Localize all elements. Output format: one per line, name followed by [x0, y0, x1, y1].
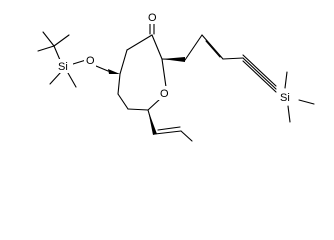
bond-propenyl-methyl	[180, 130, 193, 142]
bond-c3-c4	[126, 34, 153, 51]
ring-oxygen-label: O	[160, 88, 169, 100]
bond-propenyl-double	[154, 130, 182, 135]
wedge-bond-c5-o	[108, 69, 120, 74]
bond-si-methyl-up	[284, 71, 288, 89]
chemical-structure-diagram: O O O Si Si	[37, 10, 315, 142]
bond-si-methyl-down	[287, 105, 291, 123]
ether-oxygen-label: O	[86, 55, 95, 67]
bond-si-c-quaternary	[53, 45, 61, 61]
bond-ch2-ch	[184, 34, 203, 61]
bond-o-c5	[95, 65, 109, 72]
wedge-bond-c2-side-chain	[162, 57, 185, 62]
bond-cq-methyl-c	[37, 45, 55, 52]
bond-ch-c-alkyne	[222, 57, 244, 60]
bond-c8-o1	[147, 98, 161, 111]
bond-triple-2	[242, 57, 277, 90]
bond-ch-ch-double	[201, 34, 224, 60]
wedge-bond-c8-propenyl	[148, 110, 157, 135]
bond-si-methyl-b	[67, 72, 77, 88]
carbonyl-oxygen-label: O	[148, 12, 157, 24]
bond-ch-ch-double-inner	[205, 40, 221, 58]
bond-cq-methyl-a	[42, 31, 55, 47]
bond-c7-c8	[127, 108, 149, 111]
bond-c3-c2	[151, 34, 163, 60]
bond-propenyl-double-inner	[157, 126, 181, 131]
bond-si-methyl-a	[49, 71, 62, 85]
bond-o1-c2	[161, 58, 167, 88]
bond-c5-c6	[117, 73, 121, 95]
bond-si-methyl-right	[298, 99, 315, 105]
bond-o-si	[72, 59, 87, 65]
tms-silicon-label: Si	[280, 92, 290, 104]
bond-triple-3	[242, 60, 277, 93]
tbs-silicon-label: Si	[58, 61, 68, 73]
bonds	[37, 23, 315, 142]
bond-c4-c5	[119, 49, 128, 75]
bond-triple-1	[242, 54, 277, 87]
bond-cq-methyl-b	[53, 34, 70, 47]
atom-labels: O O O Si Si	[57, 10, 296, 104]
bond-c6-c7	[117, 93, 129, 110]
